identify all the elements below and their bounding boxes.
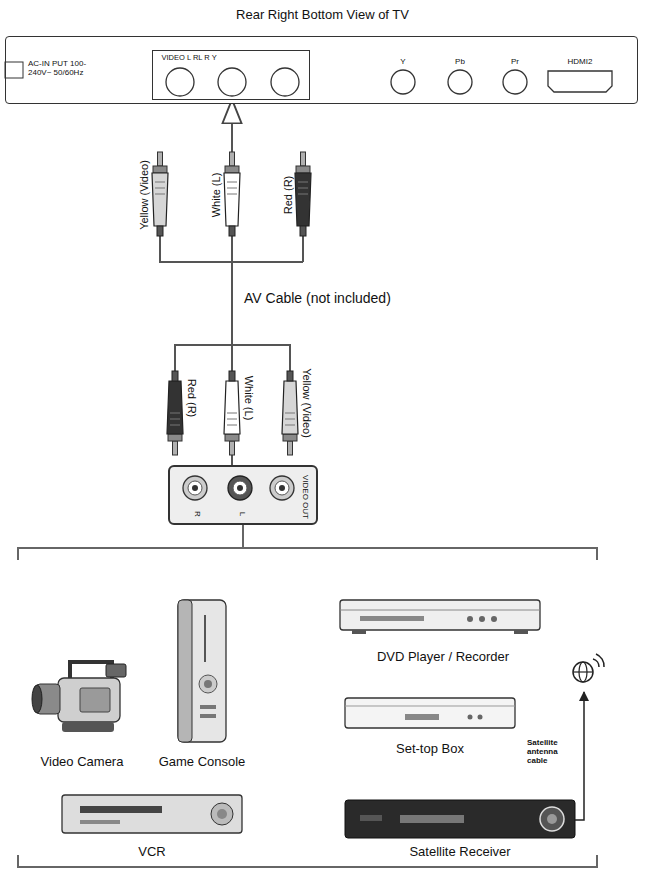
plug-label: Red (R): [282, 176, 295, 215]
panel-heading: Rear Right Bottom View of TV: [6, 8, 639, 23]
jack-label: L: [237, 512, 246, 516]
game-console-illustration: [178, 600, 226, 742]
jack-label: R: [192, 511, 201, 517]
plug-label: White (L): [243, 376, 256, 421]
jack-label: Y: [400, 57, 405, 66]
lower-plugs: [167, 345, 298, 455]
upper-plugs: [152, 152, 311, 262]
jack-label: VIDEO L RL R Y: [162, 54, 217, 63]
tv-panel: [5, 36, 638, 104]
plug-label: Yellow (Video): [301, 368, 314, 438]
cable-note: Satellite antenna cable: [527, 738, 575, 766]
jack-label: Pr: [511, 57, 519, 66]
plug-label: White (L): [210, 173, 223, 218]
vcr-illustration: [62, 795, 242, 833]
cable-label: AV Cable (not included): [244, 290, 391, 306]
device-name: Satellite Receiver: [409, 845, 510, 860]
plug-label: Yellow (Video): [138, 160, 151, 230]
device-name: Game Console: [159, 755, 246, 770]
output-panel: [168, 465, 318, 525]
antenna-cable: [575, 692, 584, 820]
device-name: Video Camera: [41, 755, 124, 770]
device-bracket: [18, 525, 597, 867]
video-camera-illustration: [32, 662, 126, 732]
device-name: Set-top Box: [396, 742, 464, 757]
plug-label: Red (R): [186, 379, 199, 418]
device-name: VCR: [138, 845, 165, 860]
port-label: HDMI2: [568, 57, 593, 66]
satellite-receiver-illustration: [345, 800, 575, 838]
output-label: VIDEO OUT: [300, 475, 309, 519]
satellite-dish-icon: [573, 654, 604, 682]
jack-label: Pb: [455, 57, 465, 66]
dvd-player-illustration: [340, 600, 540, 634]
power-rating: AC-IN PUT 100-240V~ 50/60Hz: [28, 59, 104, 77]
device-name: DVD Player / Recorder: [377, 650, 509, 665]
tv-rear-panel: Rear Right Bottom View of TVVIDEO L RL R…: [5, 36, 638, 104]
set-top-box-illustration: [345, 698, 515, 728]
video-out-panel: R L VIDEO OUT: [168, 465, 318, 525]
av-input-jack-group: VIDEO L RL R Y: [152, 50, 310, 100]
